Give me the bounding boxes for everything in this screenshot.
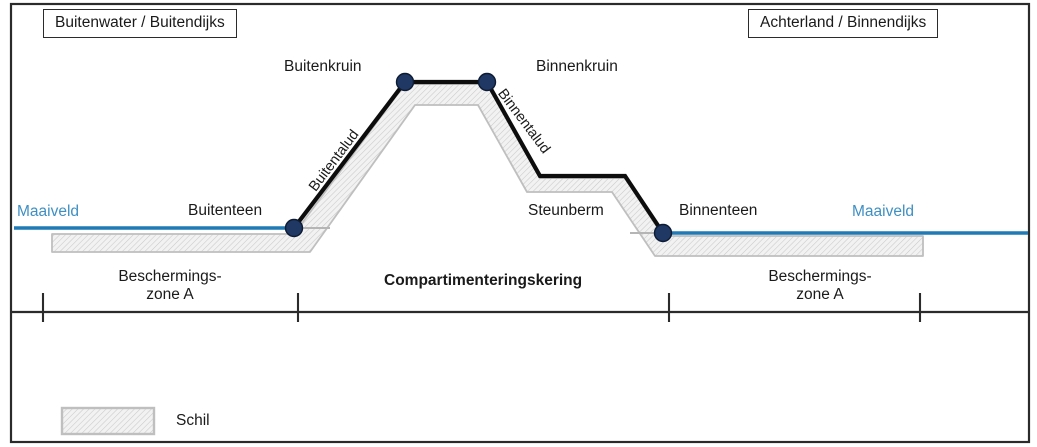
label-binnenteen: Binnenteen — [679, 202, 758, 219]
label-buitenkruin: Buitenkruin — [284, 58, 362, 75]
label-binnenkruin: Binnenkruin — [536, 58, 618, 75]
header-box-buitenwater: Buitenwater / Buitendijks — [43, 9, 237, 38]
zone-label-left: Beschermings- zone A — [105, 268, 235, 305]
zone-label-left-line1: Beschermings- — [118, 268, 222, 285]
zone-label-right-line1: Beschermings- — [768, 268, 872, 285]
zone-label-left-line2: zone A — [146, 286, 194, 304]
schil-band — [51, 83, 924, 257]
node-buitenteen[interactable] — [284, 218, 304, 238]
node-binnenteen[interactable] — [653, 223, 673, 243]
node-binnenkruin[interactable] — [477, 72, 497, 92]
legend-schil-swatch — [60, 406, 156, 436]
header-box-achterland: Achterland / Binnendijks — [748, 9, 939, 38]
legend-schil-label: Schil — [176, 412, 210, 429]
dike-profile-line — [291, 79, 666, 236]
zone-label-right: Beschermings- zone A — [755, 268, 885, 305]
node-buitenkruin[interactable] — [395, 72, 415, 92]
label-steunberm: Steunberm — [528, 202, 604, 219]
zone-label-right-line2: zone A — [796, 286, 844, 304]
label-buitenteen: Buitenteen — [188, 202, 263, 219]
label-maaiveld-left: Maaiveld — [17, 203, 80, 220]
outer-frame — [9, 2, 1031, 444]
label-maaiveld-right: Maaiveld — [852, 203, 915, 220]
zone-label-center: Compartimenteringskering — [384, 272, 583, 289]
